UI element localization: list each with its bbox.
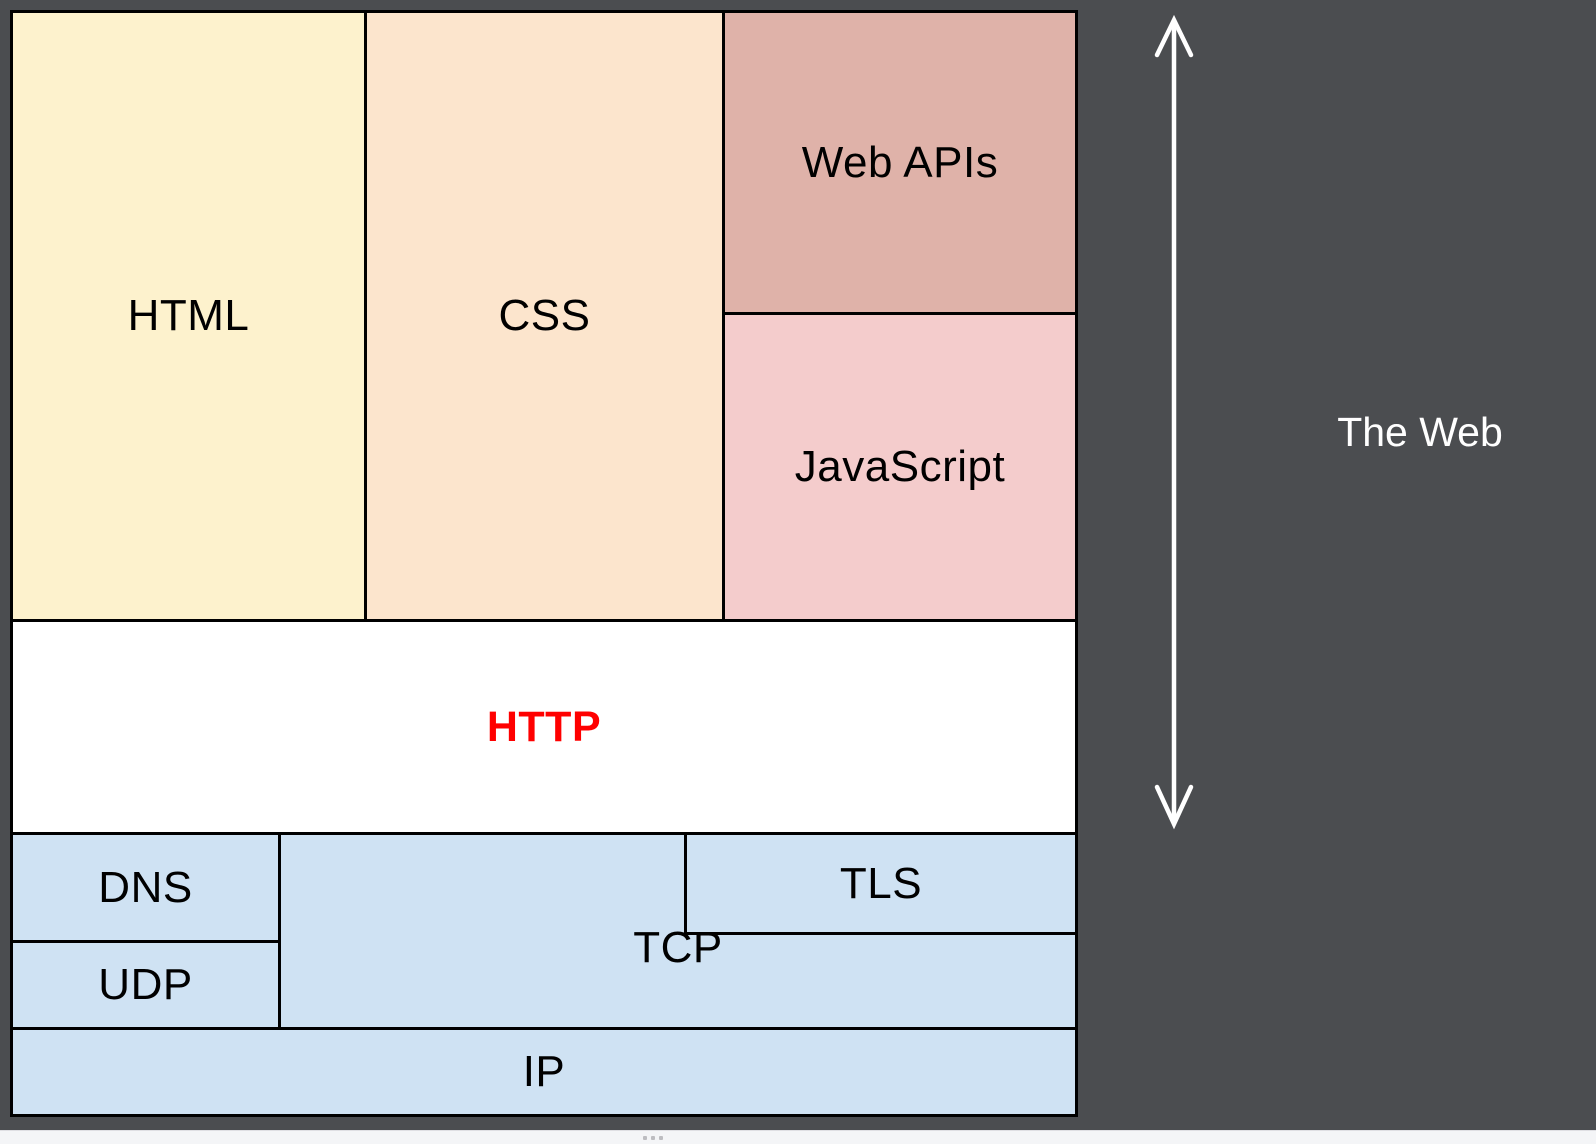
layer-label-http: HTTP: [486, 702, 602, 751]
layer-box-html: HTML: [10, 10, 367, 622]
window-bottom-strip: [0, 1130, 1596, 1144]
layer-box-http: HTTP: [10, 619, 1078, 835]
layer-box-udp: UDP: [10, 940, 281, 1030]
layer-label-udp: UDP: [98, 960, 193, 1009]
layer-box-javascript: JavaScript: [722, 312, 1078, 622]
layer-label-javascript: JavaScript: [794, 442, 1006, 491]
layer-label-tls: TLS: [839, 858, 923, 908]
side-annotation-the-web: The Web: [1337, 409, 1503, 455]
layer-box-tls: TLS: [684, 832, 1078, 935]
layer-label-dns: DNS: [98, 862, 193, 912]
layer-box-css: CSS: [364, 10, 725, 622]
grip-dots-icon[interactable]: [643, 1136, 663, 1140]
layer-label-ip: IP: [522, 1047, 566, 1096]
layer-label-css: CSS: [498, 291, 591, 340]
layer-box-web-apis: Web APIs: [722, 10, 1078, 315]
vertical-span-arrow-icon: [1154, 14, 1194, 830]
layer-box-dns: DNS: [10, 832, 281, 943]
layer-label-web-apis: Web APIs: [801, 137, 999, 187]
layer-box-ip: IP: [10, 1027, 1078, 1117]
layer-label-html: HTML: [127, 291, 250, 340]
